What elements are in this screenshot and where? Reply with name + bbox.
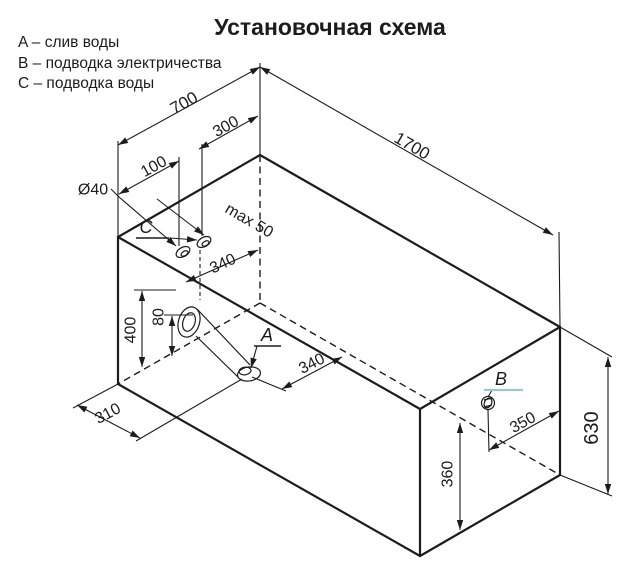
arrowhead	[166, 237, 176, 246]
leader-lines	[110, 188, 493, 398]
dim-line-100	[118, 160, 180, 195]
dim-300-label: 300	[210, 113, 242, 141]
electric-point	[480, 395, 496, 411]
arrowhead	[168, 346, 176, 356]
dim-1700-label: 1700	[391, 128, 433, 163]
arrowhead	[247, 116, 258, 124]
dim-line-340-rim	[185, 249, 259, 283]
water-hole-2-inner	[201, 240, 210, 247]
point-a-label: A	[260, 325, 273, 345]
point-labels: C A B	[136, 217, 523, 392]
point-b-label: B	[495, 369, 507, 389]
tub-bottom-edges	[116, 382, 562, 558]
point-c-label: C	[140, 217, 154, 237]
dim-line-340-floor	[281, 356, 343, 390]
arrowhead	[194, 226, 204, 235]
dim-diameter-label: Ø40	[78, 182, 108, 199]
arrowhead	[118, 137, 129, 145]
arrowhead	[249, 67, 260, 75]
arrowhead	[489, 442, 500, 450]
dim-max50-label: max 50	[222, 201, 276, 242]
dim-80-label: 80	[151, 308, 168, 326]
dim-line-700	[117, 66, 261, 146]
drain-pipe-top	[196, 308, 251, 366]
electric-point-outer	[480, 395, 496, 411]
water-supply-holes	[175, 235, 212, 259]
tub-outline	[116, 153, 562, 558]
leader-d40-a	[110, 188, 120, 198]
arrowhead	[542, 227, 553, 235]
dim-line-1700	[259, 66, 554, 236]
arrowhead	[138, 357, 146, 367]
extension-lines	[72, 63, 613, 497]
dimension-lines	[76, 66, 612, 530]
dim-400-label: 400	[123, 317, 140, 344]
dim-310-label: 310	[92, 400, 124, 428]
dim-line-350	[488, 410, 560, 451]
arrowhead	[456, 423, 464, 433]
drain-assembly	[177, 306, 262, 382]
hidden-edge-bottom-right	[259, 302, 561, 476]
dim-line-310	[76, 404, 141, 439]
water-hole-1-inner	[180, 250, 189, 257]
dim-350-label: 350	[507, 409, 539, 437]
legend-item-b: B – подводка электричества	[18, 55, 222, 72]
legend: A – слив воды B – подводка электричества…	[18, 34, 222, 92]
dim-360-label: 360	[440, 461, 457, 488]
tub-top-back-edges	[116, 153, 562, 329]
arrowhead	[604, 484, 612, 494]
tub-top-front-edges	[116, 235, 562, 411]
arrowhead	[119, 186, 130, 194]
leader-b	[487, 389, 493, 398]
arrowhead	[250, 357, 257, 368]
hidden-edge-bottom-left	[117, 302, 261, 385]
dim-100-label: 100	[138, 153, 170, 181]
arrowhead	[199, 141, 210, 149]
hidden-edges	[117, 155, 561, 476]
arrowhead	[168, 316, 176, 326]
arrowhead	[260, 67, 271, 75]
dim-630-label: 630	[581, 411, 603, 444]
legend-item-c: C – подводка воды	[18, 75, 154, 92]
arrowhead	[548, 411, 559, 419]
arrowhead	[77, 405, 88, 413]
arrowhead	[129, 430, 140, 438]
drain-pipe-bottom	[195, 335, 239, 378]
arrowhead	[282, 381, 293, 389]
dimension-labels: 700 1700 300 100 Ø40 max 50 340 400 80 3…	[78, 88, 603, 488]
dim-340-rim-label: 340	[207, 251, 238, 278]
arrowhead	[138, 291, 146, 301]
legend-item-a: A – слив воды	[18, 34, 119, 51]
drain-wall-ring-inner	[181, 312, 197, 332]
drain-floor-outlet-inner	[238, 366, 252, 376]
dim-700-label: 700	[167, 88, 201, 118]
arrowhead	[604, 357, 612, 367]
arrowhead	[186, 236, 197, 243]
arrowhead	[168, 161, 179, 169]
page-title: Установочная схема	[214, 14, 446, 40]
arrowhead	[456, 520, 464, 530]
arrowhead	[247, 250, 258, 257]
drain-wall-ring-outer	[177, 306, 201, 338]
dim-line-300	[198, 115, 259, 150]
